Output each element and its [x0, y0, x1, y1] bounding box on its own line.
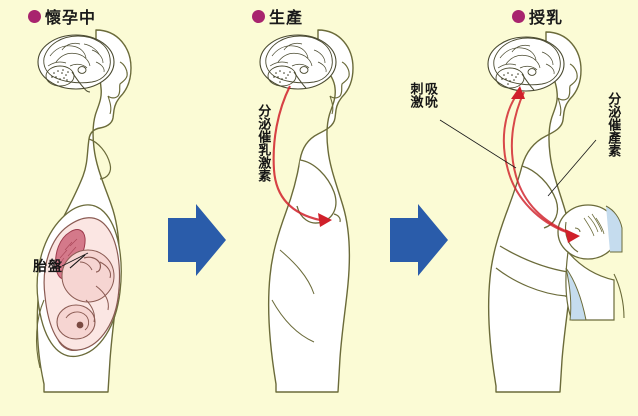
bullet-icon	[512, 9, 525, 23]
brain-cross-section	[487, 36, 565, 92]
label-suckling-col-2: 刺激	[407, 82, 423, 108]
woman-postpartum-figure	[267, 29, 354, 393]
fetus	[56, 249, 115, 340]
panel-title-text: 授乳	[529, 8, 564, 27]
baby-figure	[557, 204, 625, 321]
label-prolactin: 分泌催乳激素	[255, 104, 271, 182]
panel-title-childbirth: 生產	[252, 4, 303, 28]
cerebellum	[267, 65, 297, 87]
label-placenta: 胎盤	[33, 259, 63, 275]
leader-line-oxytocin	[547, 139, 597, 197]
signal-arrow-brain-to-breast	[272, 85, 332, 227]
bullet-icon	[252, 9, 265, 23]
panel-title-text: 懷孕中	[45, 8, 97, 27]
leader-line-suckling	[439, 119, 517, 169]
block-arrow-right-icon	[390, 204, 448, 276]
brain-cross-section	[259, 34, 337, 90]
panel-title-text: 生產	[269, 8, 304, 27]
label-oxytocin: 分泌催產素	[605, 92, 621, 157]
bullet-icon	[28, 9, 41, 23]
baby-hair	[583, 213, 605, 237]
panel-title-breastfeeding: 授乳	[512, 4, 563, 28]
signal-arrow-brain-to-nipple	[510, 91, 580, 243]
panel-title-pregnancy: 懷孕中	[28, 4, 96, 28]
label-suckling-stimulus: 吸吮 刺激	[407, 82, 438, 108]
uterus-with-fetus	[43, 217, 121, 351]
block-arrow-right-icon	[168, 204, 226, 276]
cerebellum	[45, 65, 75, 87]
label-suckling-col-1: 吸吮	[422, 82, 438, 108]
brain-cross-section	[37, 34, 115, 93]
cerebellum	[495, 67, 525, 89]
